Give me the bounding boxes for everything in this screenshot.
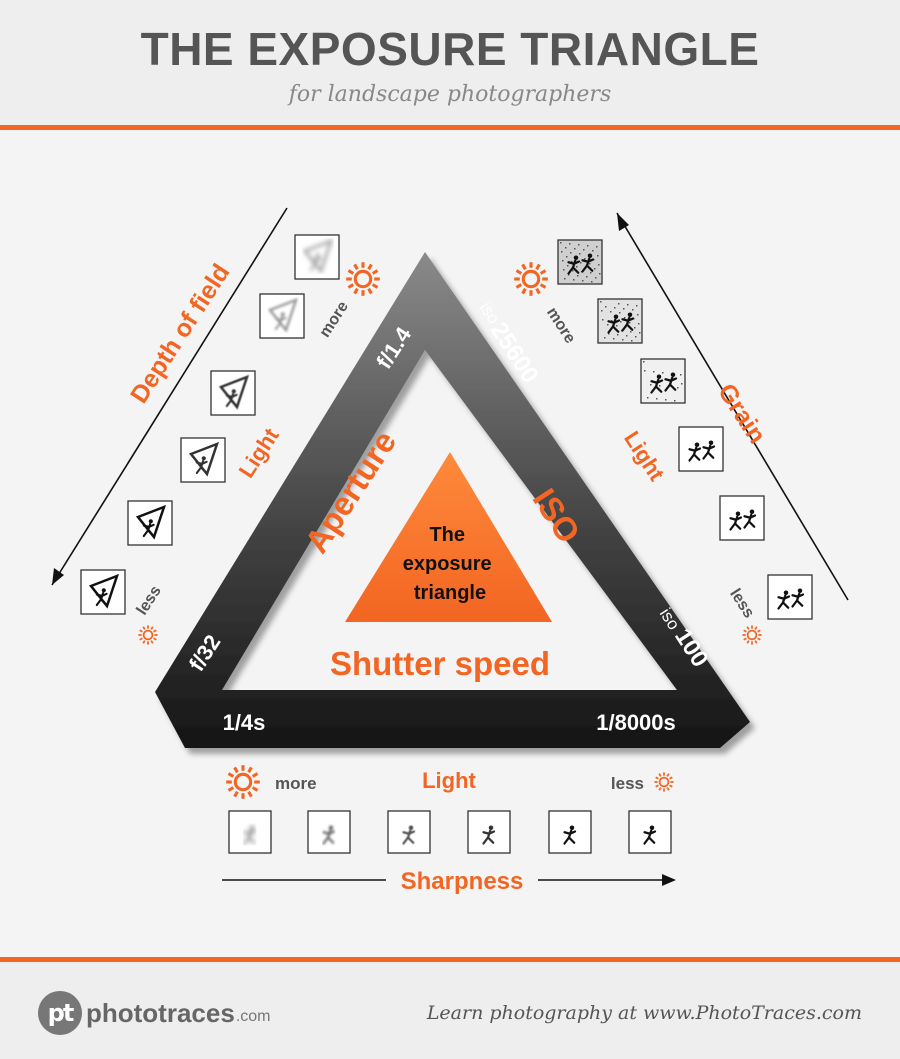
sharpness-label: Sharpness xyxy=(401,868,524,895)
grain-arrowhead xyxy=(617,213,629,231)
dof-thumbnail-5 xyxy=(127,500,173,546)
bottom-more-label: more xyxy=(275,774,317,793)
sharpness-arrowhead xyxy=(662,874,676,886)
grain-thumbnail-6 xyxy=(767,574,813,620)
dof-thumbnail-3 xyxy=(210,370,256,416)
bottom-light-label: Light xyxy=(422,768,476,793)
header: THE EXPOSURE TRIANGLE for landscape phot… xyxy=(0,0,900,130)
exposure-triangle-diagram: The exposure triangle Aperture ISO Shutt… xyxy=(51,207,849,895)
footer-tagline[interactable]: Learn photography at www.PhotoTraces.com xyxy=(426,1002,862,1024)
right-more-sun-icon xyxy=(514,262,548,296)
left-more-label: more xyxy=(316,298,352,340)
sharpness-thumbnail-3 xyxy=(387,810,431,854)
dof-thumbnail-4 xyxy=(180,437,226,483)
svg-text:The exposure trian: The exposure triangle xyxy=(403,524,498,604)
page-subtitle: for landscape photographers xyxy=(288,82,612,107)
grain-thumbnail-5 xyxy=(719,495,765,541)
depth-of-field-arrowhead xyxy=(52,568,64,585)
grain-thumbnail-2 xyxy=(597,298,643,344)
sharpness-thumbnail-1 xyxy=(228,810,272,854)
dof-thumbnail-6 xyxy=(80,569,126,615)
triangle-band xyxy=(155,252,750,748)
center-text-line-3: triangle xyxy=(414,582,486,604)
logo-name: phototraces xyxy=(86,997,235,1028)
shutter-slow-value: 1/4s xyxy=(223,710,266,735)
right-less-sun-icon xyxy=(742,625,762,645)
left-less-label: less xyxy=(134,583,165,618)
sharpness-thumbnail-6 xyxy=(628,810,672,854)
grain-arrow xyxy=(616,212,849,601)
page-title: THE EXPOSURE TRIANGLE xyxy=(140,23,760,75)
example-thumbnails xyxy=(80,234,813,854)
bottom-less-label: less xyxy=(611,774,644,793)
left-less-sun-icon xyxy=(138,625,158,645)
bottom-less-sun-icon xyxy=(654,772,674,792)
bottom-more-sun-icon xyxy=(226,765,260,799)
sharpness-thumbnail-4 xyxy=(467,810,511,854)
dof-thumbnail-1 xyxy=(294,234,340,280)
phototraces-logo[interactable]: pt phototraces .com xyxy=(38,990,270,1036)
sharpness-thumbnail-2 xyxy=(307,810,351,854)
grain-thumbnail-3 xyxy=(640,358,686,404)
footer: pt phototraces .com Learn photography at… xyxy=(0,957,900,1059)
center-triangle xyxy=(345,452,552,622)
left-light-label: Light xyxy=(234,423,285,482)
diagram-area: The exposure triangle Aperture ISO Shutt… xyxy=(0,130,900,957)
shutter-speed-label: Shutter speed xyxy=(330,645,550,682)
grain-thumbnail-4 xyxy=(678,426,724,472)
center-text-line-1: The xyxy=(429,524,465,546)
dof-thumbnail-2 xyxy=(259,293,305,339)
sharpness-thumbnail-5 xyxy=(548,810,592,854)
shutter-fast-value: 1/8000s xyxy=(596,710,676,735)
logo-domain: .com xyxy=(235,1008,271,1025)
sun-icons xyxy=(138,262,762,799)
right-light-label: Light xyxy=(619,427,670,486)
right-more-label: more xyxy=(543,305,579,347)
logo-mark: pt xyxy=(38,991,82,1035)
depth-of-field-arrow xyxy=(51,207,288,586)
grain-thumbnail-1 xyxy=(557,239,603,285)
right-less-label: less xyxy=(726,586,757,621)
left-more-sun-icon xyxy=(346,262,380,296)
center-text-line-2: exposure xyxy=(403,553,492,575)
